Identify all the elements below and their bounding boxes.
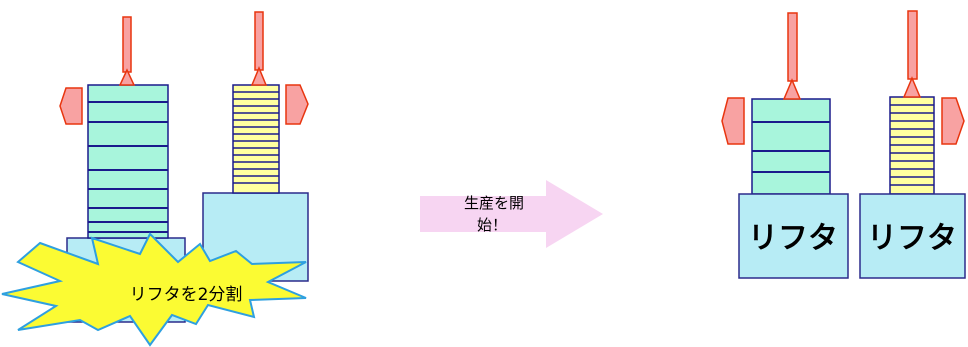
left-mint-stack bbox=[87, 84, 169, 239]
left-side-pointer bbox=[59, 87, 83, 125]
after-right-lifter-base bbox=[859, 193, 966, 279]
right-side-pointer bbox=[285, 84, 309, 125]
after-left-rod bbox=[782, 12, 802, 100]
before-group: リフタを2分割 bbox=[1, 11, 309, 347]
after-group: リフタ リフタ bbox=[721, 10, 966, 279]
burst-shape bbox=[1, 232, 307, 347]
after-right-side-pointer bbox=[941, 97, 965, 145]
after-right-yellow-stack bbox=[889, 96, 935, 195]
after-left-lifter-base bbox=[738, 193, 849, 279]
after-left-side-pointer bbox=[721, 97, 745, 145]
right-rod bbox=[250, 11, 268, 86]
after-left-lifter-label: リフタ bbox=[748, 221, 838, 256]
arrow-label-line1: 生産を開 bbox=[464, 194, 524, 212]
burst-label: リフタを2分割 bbox=[130, 285, 243, 305]
after-right-rod bbox=[902, 10, 922, 98]
arrow-label-line2: 始！ bbox=[477, 216, 507, 234]
left-rod bbox=[118, 16, 136, 86]
after-left-mint-stack bbox=[751, 98, 831, 195]
arrow-shape bbox=[420, 180, 603, 248]
process-arrow: 生産を開 始！ bbox=[420, 180, 603, 248]
after-right-lifter-label: リフタ bbox=[867, 221, 957, 256]
right-yellow-stack bbox=[232, 84, 280, 194]
